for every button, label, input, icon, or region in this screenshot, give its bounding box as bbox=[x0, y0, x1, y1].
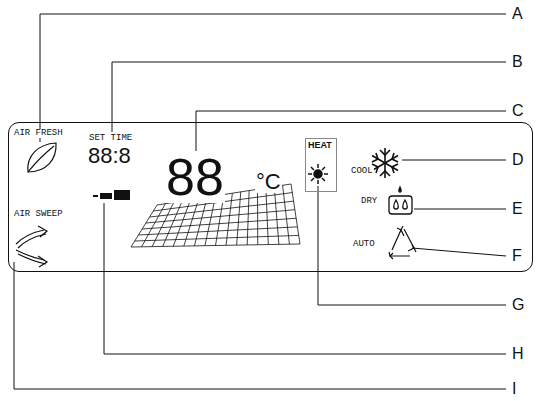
mode-label: AIR SWEEP bbox=[13, 210, 64, 219]
temperature-digits: 88 bbox=[165, 151, 225, 203]
callout-letter: G bbox=[512, 297, 524, 313]
display-panel: AIR FRESH SET TIME 88:8 88 °C COOL DRY AUTO AIR … bbox=[8, 122, 533, 272]
dry-icon bbox=[389, 187, 412, 214]
mode-label: DRY bbox=[360, 197, 378, 206]
heat-indicator: HEAT bbox=[305, 138, 337, 192]
timer-digits: 88:8 bbox=[87, 145, 132, 167]
callout-letter: B bbox=[512, 54, 523, 70]
mode-label: AIR FRESH bbox=[13, 129, 64, 138]
sweep-icon bbox=[16, 226, 47, 267]
leaf-icon bbox=[28, 143, 56, 172]
callout-letter: I bbox=[512, 381, 516, 397]
leader-lines bbox=[14, 14, 506, 389]
unit-label: °C bbox=[255, 171, 282, 193]
callout-letter: C bbox=[512, 103, 524, 119]
sun-icon bbox=[308, 164, 328, 184]
callout-letter: D bbox=[512, 152, 524, 168]
mode-label: AUTO bbox=[352, 240, 376, 249]
callout-letter: A bbox=[512, 6, 523, 22]
snowflake-icon bbox=[372, 148, 398, 178]
callout-letter: E bbox=[512, 201, 523, 217]
mode-label: HEAT bbox=[307, 141, 333, 150]
callout-letter: H bbox=[512, 346, 524, 362]
mode-label: COOL bbox=[350, 167, 374, 176]
auto-icon bbox=[389, 226, 416, 259]
fan-speed-bars bbox=[93, 190, 130, 200]
callout-letter: F bbox=[512, 248, 522, 264]
timer-label: SET TIME bbox=[88, 134, 133, 143]
